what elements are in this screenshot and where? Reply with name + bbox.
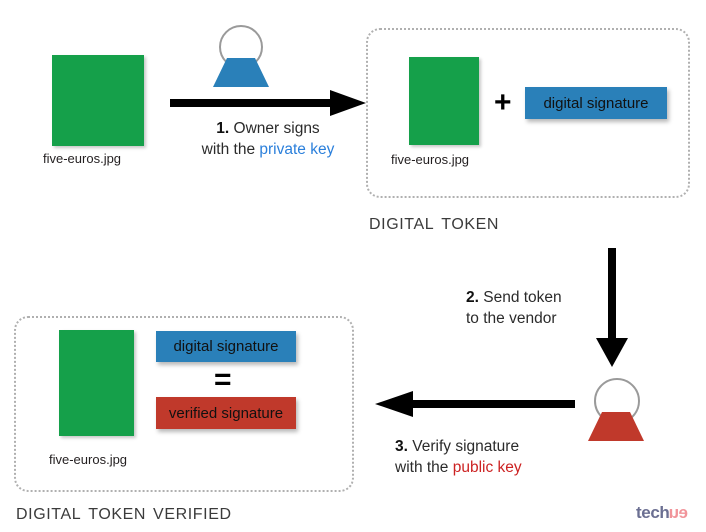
arrow-step-2 xyxy=(596,248,628,367)
verified-signature-chip: verified signature xyxy=(156,397,296,429)
source-document-label: five-euros.jpg xyxy=(43,151,122,166)
step-1-number: 1. xyxy=(216,120,230,137)
digital-token-caption: Digital token xyxy=(369,208,500,234)
step-2-number: 2. xyxy=(466,289,479,306)
plus-symbol: + xyxy=(494,86,512,119)
source-document-rect xyxy=(52,55,144,146)
step-3-keyword-public-key: public key xyxy=(452,458,522,476)
step-2-line-2-prefix: to the vendor xyxy=(466,309,557,327)
step-2-line-1-text: Send token xyxy=(478,289,562,306)
step-1-text: 1. Owner signs with the private key xyxy=(175,119,361,161)
step-1-keyword-private-key: private key xyxy=(259,140,335,158)
digital-token-signature-label: digital signature xyxy=(543,94,649,112)
verified-document-label: five-euros.jpg xyxy=(49,452,128,467)
step-3-line-1-text: Verify signature xyxy=(407,438,520,455)
step-1-line-1-text: Owner signs xyxy=(229,120,320,137)
digital-token-document-rect xyxy=(409,57,479,145)
step-2-text: 2. Send token to the vendor xyxy=(466,288,606,330)
vendor-body-icon xyxy=(588,412,644,441)
digital-token-verified-box xyxy=(14,316,354,492)
verified-document-rect xyxy=(59,330,134,436)
digital-token-document-label: five-euros.jpg xyxy=(391,152,470,167)
step-3-line-1: 3. Verify signature xyxy=(395,437,585,458)
step-1-line-1: 1. Owner signs xyxy=(175,119,361,140)
arrow-step-3 xyxy=(375,391,575,417)
digital-token-box xyxy=(366,28,690,198)
logo-eu-text: eu xyxy=(669,503,689,522)
equals-symbol: = xyxy=(214,363,232,396)
step-3-line-2: with the public key xyxy=(395,458,585,479)
tech-eu-logo: techeu xyxy=(636,503,688,523)
step-1-line-2-prefix: with the xyxy=(201,140,260,158)
verified-digital-signature-chip: digital signature xyxy=(156,331,296,362)
step-2-line-2: to the vendor xyxy=(466,309,606,330)
arrow-step-1 xyxy=(170,90,366,116)
digital-token-signature-chip: digital signature xyxy=(525,87,667,119)
digital-token-verified-caption: Digital token verified xyxy=(16,498,232,524)
step-1-line-2: with the private key xyxy=(175,140,361,161)
verified-signature-label: verified signature xyxy=(168,404,284,422)
step-3-number: 3. xyxy=(395,438,408,455)
step-3-line-2-prefix: with the xyxy=(395,458,453,476)
vendor-avatar xyxy=(580,378,652,441)
owner-body-icon xyxy=(213,58,269,87)
logo-tech-text: tech xyxy=(636,503,670,522)
step-3-text: 3. Verify signature with the public key xyxy=(395,437,585,479)
owner-avatar xyxy=(205,25,277,87)
verified-digital-signature-label: digital signature xyxy=(173,338,279,355)
step-2-line-1: 2. Send token xyxy=(466,288,606,309)
